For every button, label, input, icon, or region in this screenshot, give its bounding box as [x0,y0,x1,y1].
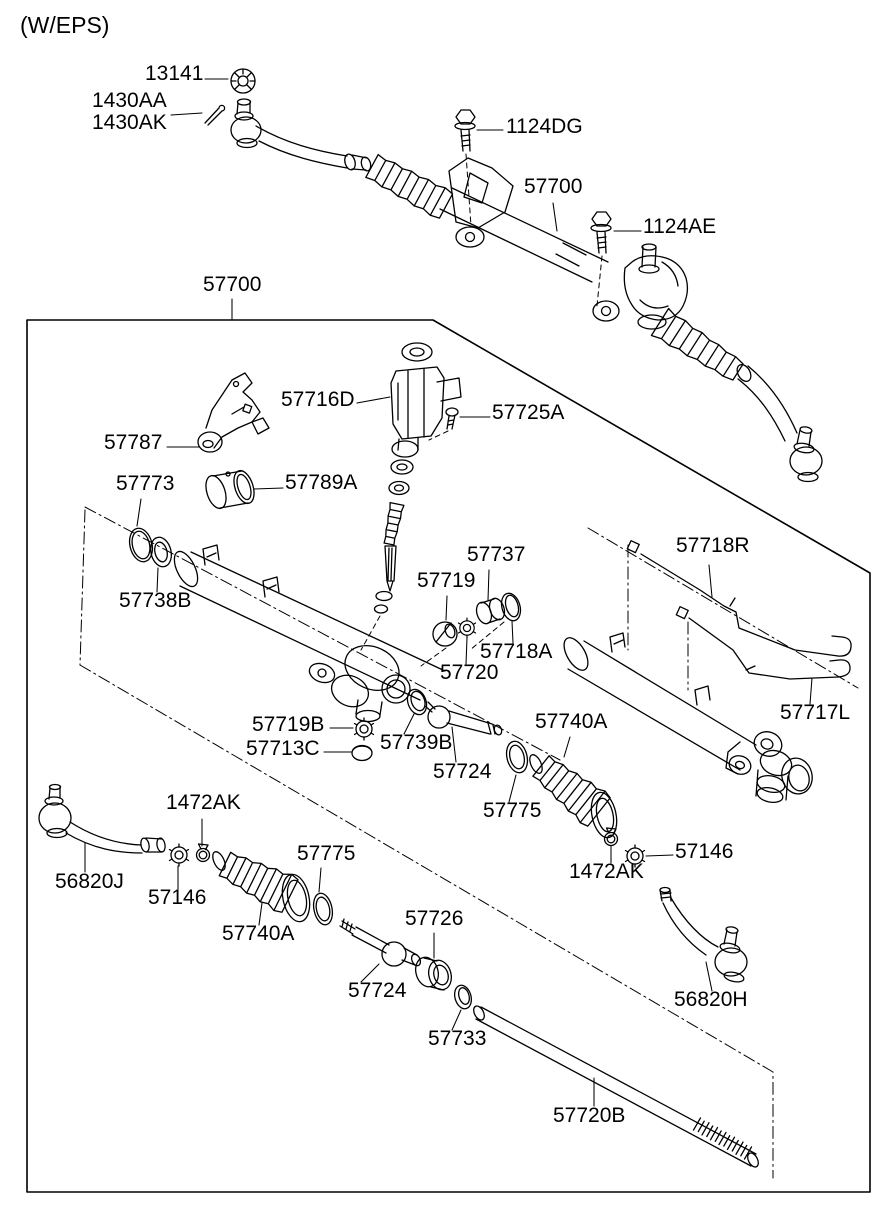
part-label-57775-right: 57775 [483,799,542,822]
part-label-1472AK-right: 1472AK [569,860,644,883]
cotter-pin-1430-drawing [204,104,226,126]
part-label-57720: 57720 [440,661,499,684]
part-label-1430AK: 1430AK [92,111,167,134]
part-label-13141: 13141 [145,62,204,85]
bolt-1124dg-drawing [454,109,476,227]
rack-housing-bare-drawing [173,544,446,723]
part-label-57700-box: 57700 [203,273,262,296]
part-label-57713C: 57713C [246,737,320,760]
part-label-57725A: 57725A [492,401,565,424]
clamp-57775-left-drawing [312,892,334,926]
part-label-56820H: 56820H [674,988,748,1011]
part-label-56820J: 56820J [55,870,124,893]
valve-pinion-57716d-drawing [360,342,462,651]
part-label-57724-upper: 57724 [433,760,492,783]
part-label-57717L: 57717L [780,701,851,724]
diagram-note: (W/EPS) [20,12,110,38]
part-label-1124AE: 1124AE [643,215,717,238]
bellows-57740a-right-drawing [529,754,618,839]
part-label-57739B: 57739B [380,731,453,754]
part-label-57737: 57737 [467,543,526,566]
inner-tie-rod-lower-57724-drawing [339,918,422,967]
valve-assembly-drawing [623,243,689,330]
part-label-57724-lower: 57724 [348,979,407,1002]
part-label-57720B: 57720B [553,1104,626,1127]
part-label-57700-assembly: 57700 [524,175,583,198]
tie-rod-56820j-drawing [38,783,166,854]
bellows-right-drawing [650,307,744,381]
castle-nut-13141-drawing [230,68,256,94]
rack-housing-assembled-drawing [439,157,620,322]
clamp-1472ak-left-drawing [195,843,211,863]
part-label-1430AA: 1430AA [92,89,167,112]
part-label-57775-left: 57775 [297,842,356,865]
part-label-1124DG: 1124DG [506,115,583,138]
plug-57713c-drawing [351,744,373,762]
plug-57719-drawing [420,621,458,667]
nut-57146-left-drawing [168,843,190,867]
part-label-57740A-right: 57740A [535,710,608,733]
part-label-57146-right: 57146 [675,840,734,863]
part-label-57789A: 57789A [285,471,358,494]
pinion-shaft-bellows-drawing [383,501,405,546]
nut-57720-drawing [457,617,477,639]
part-label-1472AK-left: 1472AK [166,791,241,814]
part-label-57718R: 57718R [676,534,750,557]
rack-bar-57720b-drawing [473,1005,759,1168]
inner-tie-rod-upper-57724-drawing [424,701,503,736]
pressure-pipes-57718r-57717l-drawing [626,540,852,680]
tie-rod-end-right-drawing [736,363,823,483]
tie-rod-56820h-drawing [659,886,748,983]
ring-57739b-drawing [406,688,428,716]
tie-rod-end-left-drawing [230,98,372,172]
part-label-57738B: 57738B [119,589,192,612]
seal-57738b-drawing [149,536,173,568]
bolt-1124ae-drawing [590,211,612,307]
part-label-57787: 57787 [104,431,163,454]
ring-57733-drawing [453,984,473,1010]
exploded-view-box-outline [26,319,871,1193]
housing-assembly-right-drawing [563,632,813,804]
bellows-left-drawing [365,153,454,219]
bellows-57740a-left-drawing [212,851,311,923]
part-label-57726: 57726 [405,907,464,930]
part-label-57773: 57773 [116,472,175,495]
ring-57718a-drawing [469,592,522,651]
part-label-57146-left: 57146 [148,886,207,909]
part-label-57718A: 57718A [480,640,553,663]
part-label-57740A-left: 57740A [222,922,295,945]
mount-bushing-57737-drawing [475,597,506,625]
clamp-57775-right-drawing [505,740,529,774]
part-label-57716D: 57716D [281,388,355,411]
part-label-57719: 57719 [417,569,476,592]
part-label-57733: 57733 [428,1027,487,1050]
bushing-57726-drawing [414,956,453,991]
leader-lines [84,78,813,1107]
bushing-57789a-drawing [205,469,255,510]
phantom-kit-boundary-lines [79,506,859,1179]
bracket-57787-drawing [197,372,270,453]
steering-gear-assembly-drawing [204,68,823,483]
screw-57725a-drawing [428,407,459,441]
part-label-57719B: 57719B [252,713,325,736]
